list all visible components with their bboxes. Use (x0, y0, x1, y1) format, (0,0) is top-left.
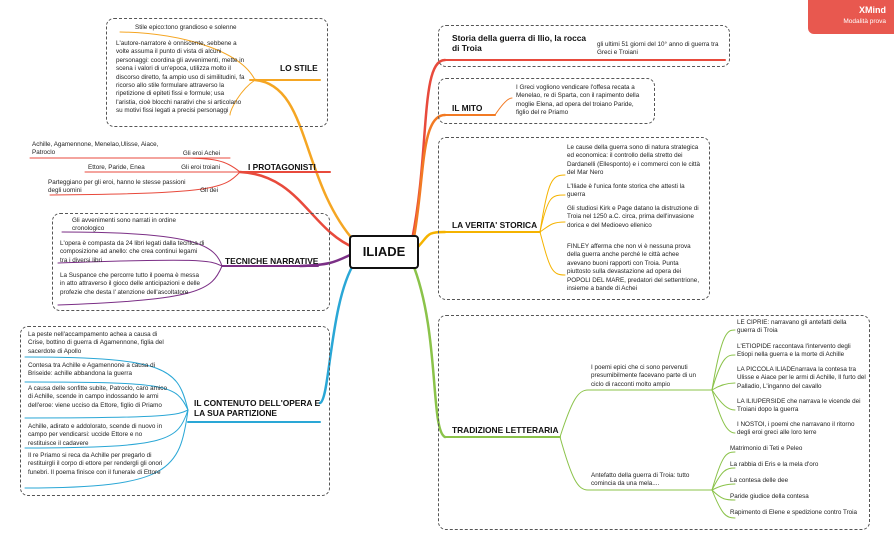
antefatto-item-2[interactable]: La rabbia di Eris e la mela d'oro (730, 461, 819, 468)
verita-frame (438, 137, 710, 300)
topic-tecniche[interactable]: TECNICHE NARRATIVE (225, 256, 319, 266)
contenuto-frame (20, 326, 330, 496)
topic-stile[interactable]: LO STILE (280, 63, 318, 73)
antefatto-item-1[interactable]: Matrimonio di Teti e Peleo (730, 445, 803, 452)
line-cont-1 (24, 356, 189, 411)
branch-protagonisti (238, 170, 357, 250)
verita-item-3[interactable]: Gli studiosi Kirk e Page datano la distr… (567, 205, 699, 229)
line-trad-ciclo (559, 389, 589, 438)
topic-protagonisti[interactable]: I PROTAGONISTI (248, 162, 316, 172)
line-tec-2 (57, 259, 223, 267)
branch-mito (411, 113, 447, 245)
badge-brand: XMind (859, 5, 886, 15)
dei-detail[interactable]: Parteggiano per gli eroi, hanno le stess… (48, 179, 186, 195)
verita-item-4[interactable]: FINLEY afferma che non vi è nessuna prov… (567, 243, 700, 293)
contenuto-item-4[interactable]: Achille, adirato e addolorato, scende di… (28, 423, 163, 447)
stile-item-2[interactable]: L'autore-narratore è onniscente, sebbene… (116, 40, 245, 115)
line-a2 (711, 467, 736, 491)
line-trad-ante (559, 436, 589, 491)
central-topic[interactable]: ILIADE (349, 235, 419, 269)
verita-item-1[interactable]: Le cause della guerra sono di natura str… (567, 144, 700, 177)
ciclo-item-2[interactable]: L'ETIOPIDE raccontava l'intervento degli… (737, 343, 851, 359)
ciclo-label[interactable]: I poemi epici che ci sono pervenuti pres… (591, 364, 697, 388)
antefatto-item-4[interactable]: Paride giudice della contesa (730, 493, 809, 500)
badge-subtitle: Modalità prova (843, 18, 886, 25)
ciclo-item-4[interactable]: LA ILIUPERSIDE che narrava le vicende de… (737, 398, 861, 414)
contenuto-item-5[interactable]: Il re Priamo si reca da Achille per preg… (28, 452, 163, 476)
line-tec-1 (61, 231, 223, 267)
line-ver-3 (539, 221, 566, 233)
line-cont-5 (24, 409, 189, 489)
antefatto-item-5[interactable]: Rapimento di Elene e spedizione contro T… (730, 509, 858, 516)
achei-detail[interactable]: Achille, Agamennone, Menelao,Ulisse, Aia… (32, 141, 159, 157)
line-c5 (711, 389, 736, 434)
storia-detail[interactable]: gli ultimi 51 giorni del 10° anno di gue… (597, 41, 719, 57)
line-mito (494, 97, 513, 116)
topic-contenuto[interactable]: IL CONTENUTO DELL'OPERA E LA SUA PARTIZI… (194, 398, 321, 418)
line-stile-top (119, 31, 256, 81)
stile-item-1[interactable]: Stile epico:tono grandioso e solenne (135, 24, 237, 31)
line-dei (49, 171, 241, 196)
mito-detail[interactable]: I Greci vogliono vendicare l'offesa reca… (516, 84, 640, 117)
tradizione-frame (438, 315, 870, 530)
line-cont-2 (24, 381, 189, 411)
line-cont-3 (24, 409, 189, 419)
line-tec-3 (57, 265, 223, 306)
line-c2 (711, 354, 736, 391)
topic-mito[interactable]: IL MITO (452, 103, 483, 113)
line-cont-4 (24, 409, 189, 449)
branch-stile (253, 78, 357, 244)
dei-label[interactable]: Gli dei (200, 187, 218, 194)
achei-label[interactable]: Gli eroi Achei (182, 150, 220, 157)
contenuto-item-2[interactable]: Contesa tra Achille e Agamennone a causa… (28, 362, 156, 378)
ciclo-item-3[interactable]: LA PICCOLA ILIADEnarrava la contesa tra … (737, 366, 866, 390)
troiani-label[interactable]: Gli eroi troiani (181, 164, 220, 171)
line-stile-body (229, 79, 256, 116)
troiani-detail[interactable]: Ettore, Paride, Enea (88, 164, 145, 171)
line-a3 (711, 483, 736, 491)
storia-frame (438, 25, 730, 67)
stile-frame (106, 18, 328, 127)
antefatto-label[interactable]: Antefatto della guerra di Troia: tutto c… (591, 472, 690, 488)
line-a5 (711, 489, 736, 519)
line-c1 (711, 329, 736, 391)
tecniche-frame (52, 213, 330, 311)
ciclo-item-5[interactable]: I NOSTOI, i poemi che narravano il ritor… (737, 421, 855, 437)
xmind-trial-badge[interactable]: XMind Modalità prova (808, 0, 894, 34)
line-ver-1 (539, 174, 566, 233)
verita-item-2[interactable]: L'Iliade è l'unica fonte storica che att… (567, 183, 685, 199)
ciclo-item-1[interactable]: LE CIPRIE: narravano gli antefatti della… (737, 319, 847, 335)
line-c3 (711, 382, 736, 391)
contenuto-item-1[interactable]: La peste nell'accampamento achea a causa… (28, 331, 164, 355)
line-ver-4 (539, 231, 566, 276)
branch-tradizione (410, 260, 447, 439)
antefatto-item-3[interactable]: La contesa delle dee (730, 477, 789, 484)
line-a1 (711, 451, 736, 491)
line-ver-2 (539, 194, 566, 233)
tecniche-item-3[interactable]: La Suspance che percorre tutto il poema … (60, 272, 201, 296)
topic-storia[interactable]: Storia della guerra di Ilio, la rocca di… (452, 33, 587, 53)
tecniche-item-1[interactable]: Gli avvenimenti sono narrati in ordine c… (72, 217, 176, 233)
contenuto-item-3[interactable]: A causa delle sonfitte subite, Patroclo,… (28, 385, 167, 409)
line-a4 (711, 489, 736, 501)
tecniche-item-2[interactable]: L'opera è compasta da 24 libri legati da… (60, 240, 205, 264)
topic-tradizione[interactable]: TRADIZIONE LETTERARIA (452, 425, 559, 435)
mito-frame (438, 78, 655, 124)
topic-verita[interactable]: LA VERITA' STORICA (452, 220, 538, 230)
line-c4 (711, 389, 736, 411)
branch-contenuto (318, 260, 357, 405)
